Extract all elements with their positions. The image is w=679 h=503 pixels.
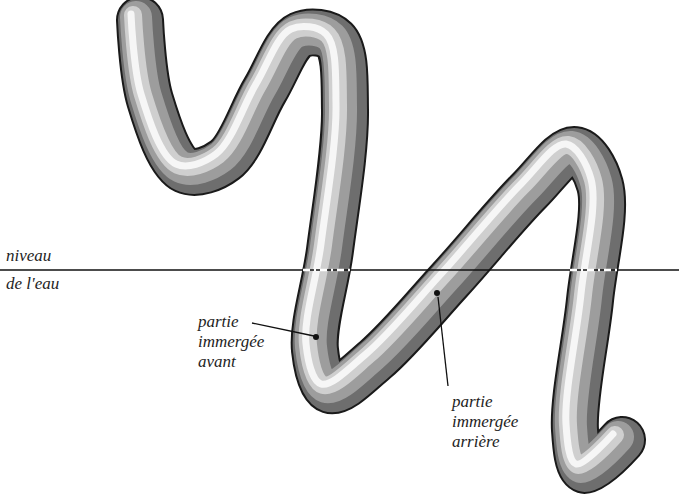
- leader-lines: [252, 290, 448, 386]
- water-line-hidden: [303, 269, 354, 271]
- tube-outline: [140, 20, 622, 470]
- leader-line: [438, 297, 448, 386]
- tube-shade: [136, 17, 618, 467]
- tube-light: [133, 15, 615, 465]
- water-line-hidden: [570, 269, 620, 271]
- tube-highlight: [131, 14, 613, 464]
- part-label: partie immergée arrière: [452, 392, 532, 452]
- water-line: [0, 269, 679, 271]
- tube-body: [140, 20, 622, 470]
- water-level-label: niveau de l'eau: [6, 242, 66, 298]
- coil-tube: [131, 14, 622, 470]
- leader-dot: [434, 290, 440, 296]
- part-label: partie immergée avant: [198, 312, 278, 372]
- leader-dot: [313, 334, 319, 340]
- water-level: [0, 270, 679, 271]
